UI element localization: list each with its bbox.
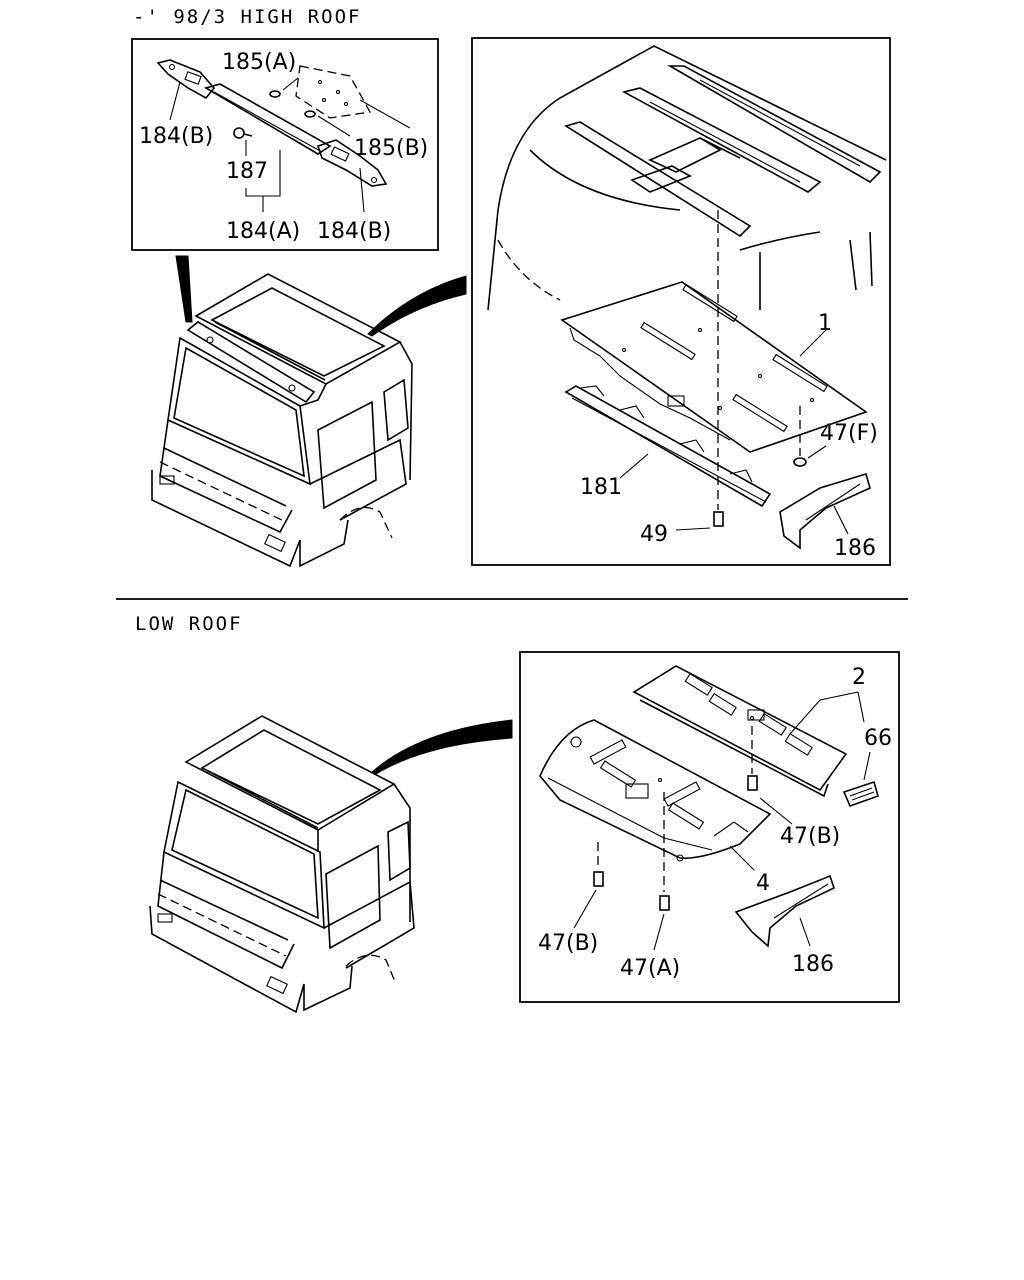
callout-186-bottom: 186 xyxy=(792,952,834,977)
callout-184b-left: 184(B) xyxy=(139,124,213,149)
callout-181: 181 xyxy=(580,475,622,500)
high-roof-title: -' 98/3 HIGH ROOF xyxy=(133,6,361,28)
callout-49: 49 xyxy=(640,522,668,547)
callout-184a: 184(A) xyxy=(226,219,300,244)
callout-184b-right: 184(B) xyxy=(317,219,391,244)
low-roof-title: LOW ROOF xyxy=(135,613,243,635)
callout-187: 187 xyxy=(226,159,268,184)
callout-2: 2 xyxy=(852,665,866,690)
roof-rail-drawing xyxy=(156,59,411,213)
callout-4: 4 xyxy=(756,871,770,896)
roof-rail-detail-box xyxy=(131,38,439,251)
callout-47f: 47(F) xyxy=(820,421,878,446)
high-roof-lining-drawing xyxy=(487,45,887,550)
callout-47b-left: 47(B) xyxy=(538,931,598,956)
detail-pointer-left xyxy=(175,255,193,323)
low-roof-lining-drawing xyxy=(539,665,879,951)
high-roof-lining-box xyxy=(471,37,891,566)
low-roof-lining-box xyxy=(519,651,900,1003)
callout-185b: 185(B) xyxy=(354,136,428,161)
high-roof-cab-drawing xyxy=(151,273,413,568)
low-roof-cab-drawing xyxy=(149,715,415,1014)
detail-pointer-low xyxy=(371,719,513,775)
callout-1: 1 xyxy=(818,311,832,336)
callout-186-top: 186 xyxy=(834,536,876,561)
callout-185a: 185(A) xyxy=(222,50,296,75)
callout-47a: 47(A) xyxy=(620,956,680,981)
detail-pointer-top xyxy=(367,275,467,337)
callout-47b-right: 47(B) xyxy=(780,824,840,849)
callout-66: 66 xyxy=(864,726,892,751)
